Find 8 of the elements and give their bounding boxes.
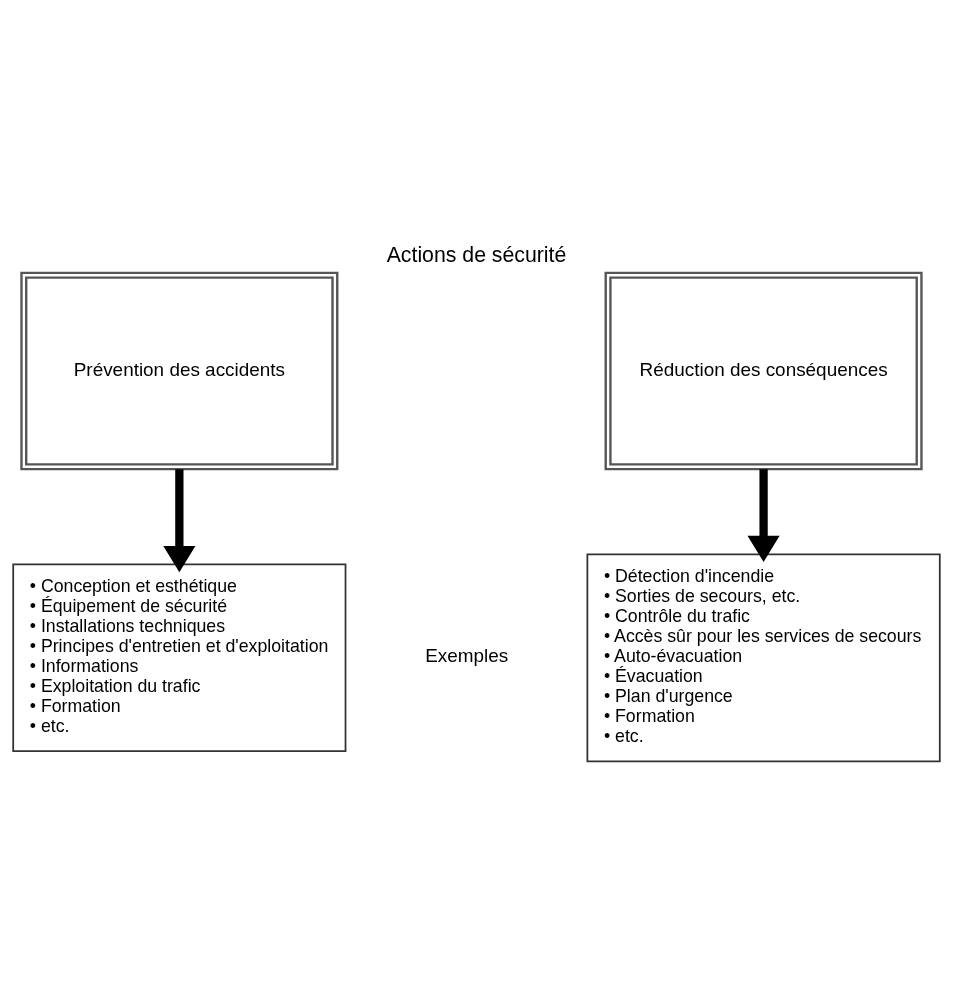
node-box: Réduction des conséquences [604,271,923,471]
diagram-title: Actions de sécurité [386,242,567,267]
arrow [747,469,780,563]
node-box: • Conception et esthétique • Équipement de sécurité • Installations techniques • Principes d'entretien et d'exploitation • Informations • Exploitation du trafic • Formation • etc. [12,563,347,753]
label: Exemples [425,645,509,667]
node-box: Prévention des accidents [20,271,339,471]
arrow [163,469,196,573]
node-box: • Détection d'incendie • Sorties de secours, etc. • Contrôle du trafic • Accès sûr pour les services de secours • Auto-évacuation • Évacuation • Plan d'urgence • Formation • etc. [586,553,941,763]
